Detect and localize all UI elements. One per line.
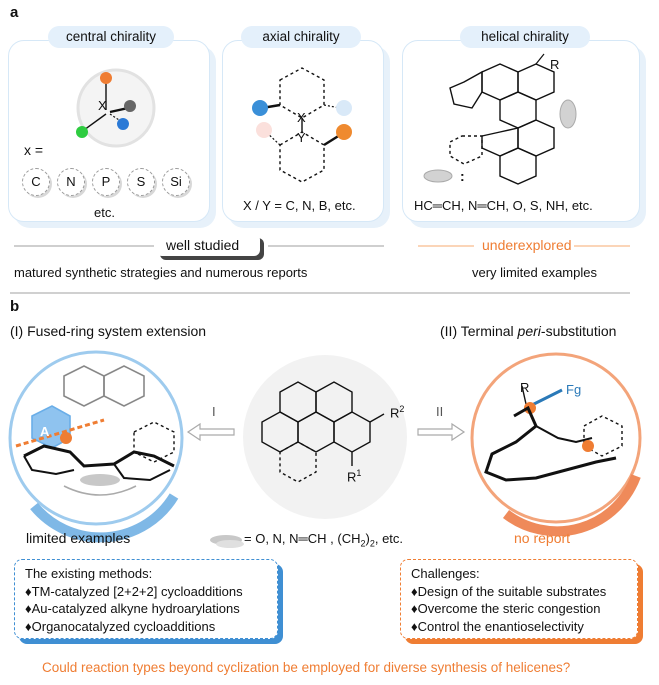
panel-a-label: a: [10, 4, 19, 21]
axial-y-label: Y: [297, 130, 306, 145]
existing-item: ♦TM-catalyzed [2+2+2] cycloadditions: [25, 583, 277, 601]
challenge-text-1: Design of the suitable substrates: [417, 583, 607, 599]
helical-chirality-title: helical chirality: [460, 26, 590, 48]
arrow-ii-label: II: [436, 404, 444, 419]
challenge-item: ♦Overcome the steric congestion: [411, 600, 637, 618]
legend-sub2: 2: [369, 538, 375, 549]
central-center-atom: X: [98, 98, 107, 113]
atom-si: Si: [162, 168, 190, 196]
left-note: matured synthetic strategies and numerou…: [14, 265, 308, 280]
right-title-pre: (II) Terminal: [440, 323, 518, 339]
divider-left: [14, 245, 154, 247]
legend-sub: 2: [360, 538, 366, 549]
challenge-text-3: Control the enantioselectivity: [417, 618, 584, 634]
well-studied-tag: [156, 234, 260, 256]
atom-p: P: [92, 168, 120, 196]
arrow-to-right: [417, 422, 466, 442]
existing-methods-box: The existing methods: ♦TM-catalyzed [2+2…: [14, 559, 278, 639]
fused-ring-illustration: [8, 350, 184, 543]
ring-a-label: A: [40, 424, 50, 439]
well-studied-label: well studied: [166, 237, 240, 253]
existing-text-1: TM-catalyzed [2+2+2] cycloadditions: [31, 583, 243, 599]
peri-r-label: R: [520, 380, 530, 395]
bullet: ♦: [25, 583, 32, 599]
helical-chirality-structure: [423, 53, 577, 185]
right-note: very limited examples: [472, 265, 597, 280]
r2-text: R: [390, 405, 400, 421]
atom-c: C: [22, 168, 50, 196]
helical-colon: :: [460, 168, 465, 184]
axial-chirality-structure: [252, 67, 352, 183]
legend-tail: , etc.: [374, 531, 404, 546]
existing-title: The existing methods:: [25, 566, 153, 581]
limited-examples-label: limited examples: [26, 530, 131, 546]
right-title-italic: peri: [517, 323, 541, 339]
divider-orange-left: [418, 245, 474, 247]
atom-n: N: [57, 168, 85, 196]
peri-substitution-illustration: [470, 352, 642, 537]
right-title-post: -substitution: [540, 323, 617, 339]
atom-s: S: [127, 168, 155, 196]
axial-caption: X / Y = C, N, B, etc.: [243, 198, 356, 213]
challenge-text-2: Overcome the steric congestion: [417, 601, 601, 616]
bullet: ♦: [25, 601, 32, 616]
central-chirality-structure: [76, 68, 156, 148]
bullet: ♦: [411, 618, 418, 634]
existing-text-2: Au-catalyzed alkyne hydroarylations: [31, 601, 240, 616]
challenge-item: ♦Design of the suitable substrates: [411, 583, 637, 601]
existing-item: ♦Organocatalyzed cycloadditions: [25, 618, 277, 636]
bullet: ♦: [411, 601, 418, 616]
r2-label: R2: [390, 404, 404, 420]
existing-text-3: Organocatalyzed cycloadditions: [31, 618, 216, 634]
closing-question: Could reaction types beyond cyclization …: [42, 660, 571, 675]
existing-item: ♦Au-catalyzed alkyne hydroarylations: [25, 600, 277, 618]
helicene-substrate-structure: [243, 355, 407, 519]
challenges-title: Challenges:: [411, 566, 480, 581]
legend-main: = O, N, N═CH , (CH: [244, 531, 361, 546]
challenge-item: ♦Control the enantioselectivity: [411, 618, 637, 636]
axial-x-label: X: [297, 110, 306, 125]
legend-text: = O, N, N═CH , (CH2)2, etc.: [244, 531, 403, 549]
axial-chirality-title: axial chirality: [241, 26, 361, 48]
section-divider: [10, 292, 630, 294]
x-equals-label: x =: [24, 142, 44, 158]
bullet: ♦: [25, 618, 32, 634]
helical-caption: HC═CH, N═CH, O, S, NH, etc.: [414, 198, 593, 213]
left-title: (I) Fused-ring system extension: [10, 323, 207, 339]
panel-b-label: b: [10, 298, 20, 315]
underexplored-label: underexplored: [482, 237, 572, 253]
r1-label: R1: [347, 468, 361, 484]
axial-chirality-box: [222, 40, 384, 222]
bullet: ♦: [411, 583, 418, 599]
central-etc: etc.: [94, 205, 115, 220]
no-report-label: no report: [514, 530, 571, 546]
central-chirality-title: central chirality: [48, 26, 174, 48]
legend-end: ): [365, 531, 370, 546]
challenges-box: Challenges: ♦Design of the suitable subs…: [400, 559, 638, 639]
arrow-i-label: I: [212, 404, 216, 419]
r1-sup: 1: [356, 468, 362, 478]
r1-text: R: [347, 469, 357, 485]
fg-label: Fg: [566, 382, 582, 397]
helical-r-label: R: [550, 57, 560, 72]
legend-ellipse: [210, 535, 244, 548]
divider-mid: [268, 245, 384, 247]
divider-orange-right: [574, 245, 630, 247]
right-title: (II) Terminal peri-substitution: [440, 323, 616, 339]
arrow-to-left: [186, 422, 235, 442]
r2-sup: 2: [399, 404, 405, 414]
